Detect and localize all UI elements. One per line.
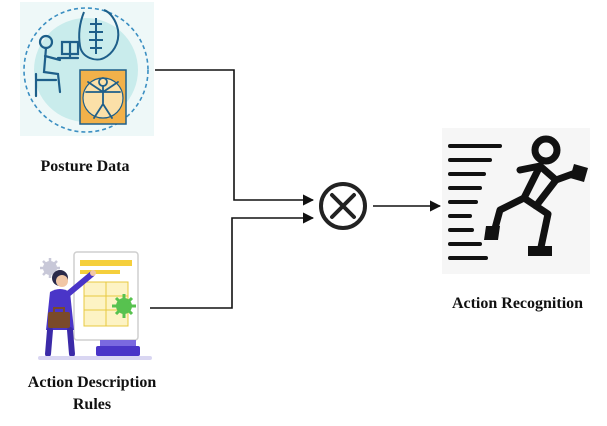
spine-figure-icon — [78, 9, 120, 61]
posture-data-label: Posture Data — [40, 158, 130, 175]
multiply-operator-icon — [319, 182, 367, 230]
connector-rules-to-operator — [150, 212, 315, 309]
action-rules-illustration — [38, 251, 152, 360]
posture-data-illustration — [20, 2, 154, 136]
running-person-icon — [442, 128, 590, 274]
gear-icon — [112, 294, 136, 318]
desk-worker-icon — [34, 34, 80, 98]
vitruvian-man-icon — [79, 69, 127, 125]
rules-label-line1: Action Description — [27, 374, 157, 391]
rules-label-line2: Rules — [72, 396, 112, 413]
presenter-figure-icon — [45, 270, 96, 357]
small-gear-icon — [40, 258, 60, 278]
connector-posture-to-operator — [155, 69, 315, 206]
action-recognition-label: Action Recognition — [451, 295, 584, 312]
action-description-rules-label: Action Description Rules — [0, 372, 184, 416]
